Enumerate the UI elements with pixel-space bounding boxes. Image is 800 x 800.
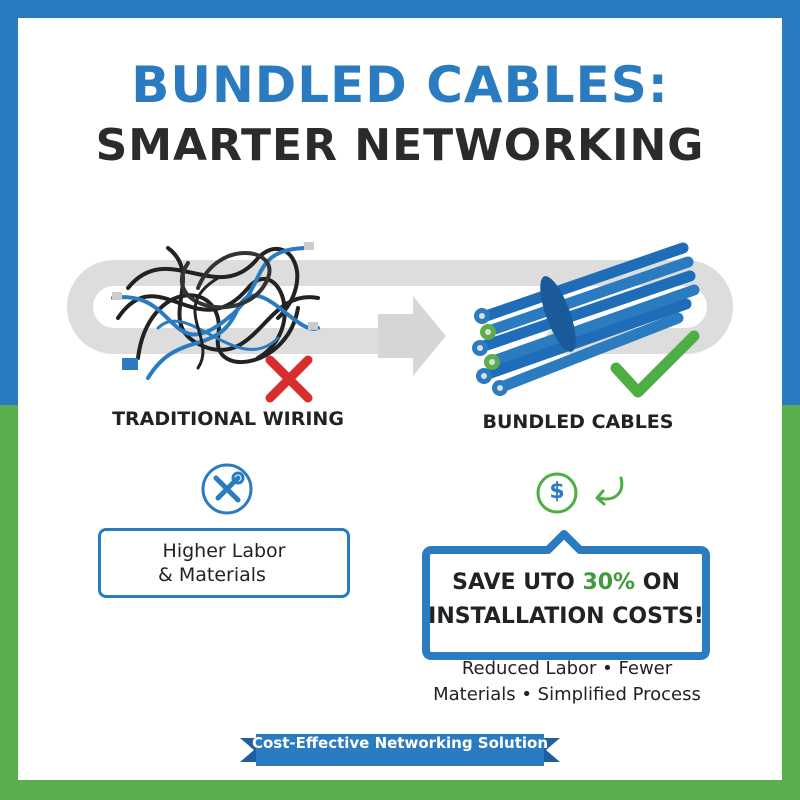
left-box-line-1: Higher Labor <box>162 540 286 562</box>
comparison-graphic <box>67 242 733 403</box>
red-x-icon <box>265 355 313 403</box>
footer-ribbon <box>240 734 560 766</box>
benefits-line-1: Reduced Labor • Fewer <box>461 658 673 679</box>
save-line-2: INSTALLATION COSTS! <box>428 604 704 629</box>
dollar-group: $ <box>533 468 633 518</box>
title-line-2: SMARTER NETWORKING <box>95 120 705 171</box>
save-prefix: SAVE UTO <box>452 570 583 595</box>
save-suffix: ON <box>635 570 680 595</box>
tangled-cables-icon <box>111 242 320 380</box>
traditional-wiring-label: TRADITIONAL WIRING <box>112 408 344 430</box>
infographic-card: BUNDLED CABLES: SMARTER NETWORKING <box>18 18 782 780</box>
save-percent: 30% <box>582 570 636 595</box>
left-box-line-2: & Materials <box>158 564 266 586</box>
dollar-symbol: $ <box>549 479 565 504</box>
arrow-icon <box>378 296 446 376</box>
savings-text: SAVE UTO 30% ON INSTALLATION COSTS! <box>420 566 712 634</box>
green-check-icon <box>610 330 700 398</box>
bundled-cables-label: BUNDLED CABLES <box>482 411 674 433</box>
wrench-screwdriver-icon <box>201 463 253 515</box>
benefits-text: Reduced Labor • Fewer Materials • Simpli… <box>422 656 712 708</box>
title-line-1: BUNDLED CABLES: <box>131 56 669 114</box>
higher-cost-box: Higher Labor & Materials <box>98 528 350 598</box>
savings-callout <box>422 530 710 660</box>
return-arrow-icon <box>597 476 624 501</box>
dollar-icon <box>536 472 624 514</box>
benefits-line-2: Materials • Simplified Process <box>433 684 701 705</box>
bundled-cables-icon <box>472 242 700 396</box>
footer-text: Cost-Effective Networking Solution <box>251 734 549 752</box>
